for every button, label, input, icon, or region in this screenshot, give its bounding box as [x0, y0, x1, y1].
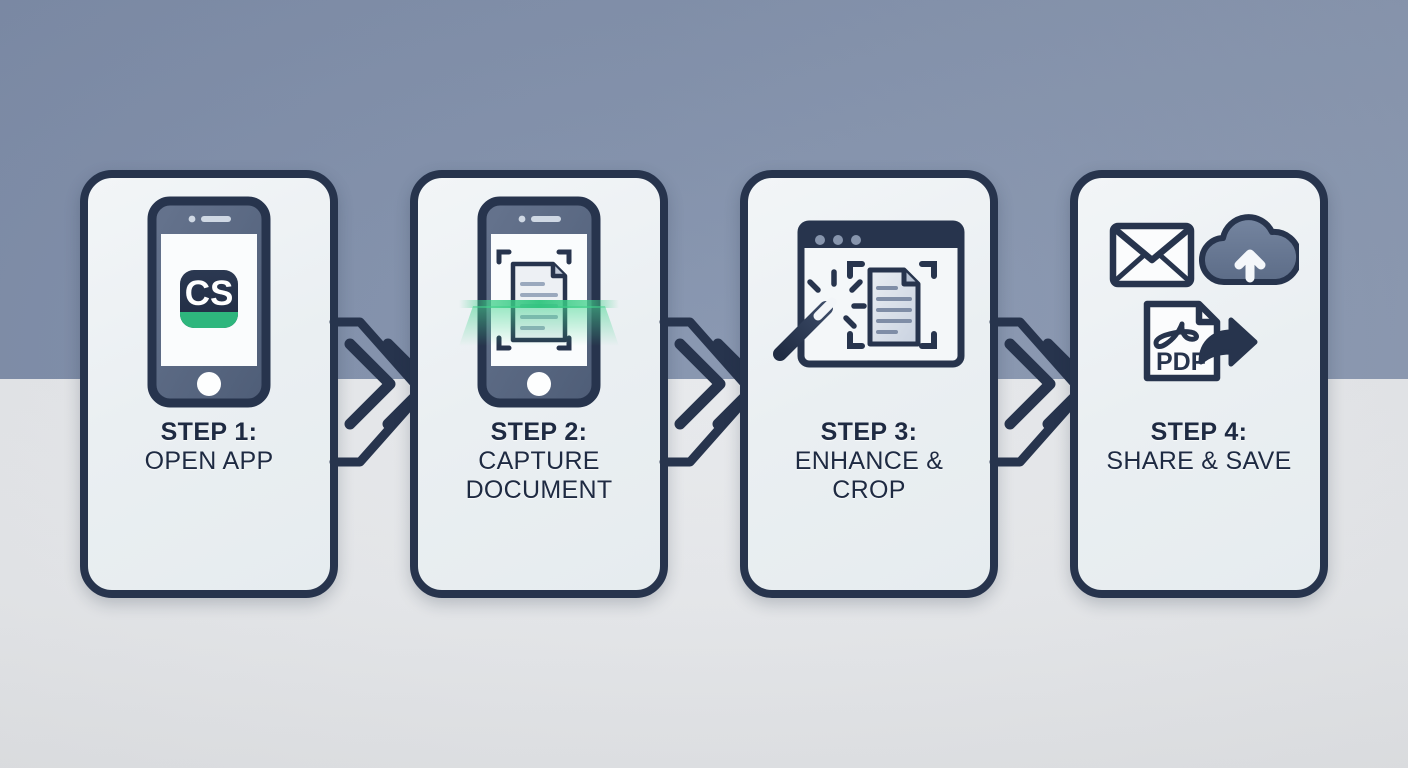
- step-3-label-line1: ENHANCE &: [794, 447, 944, 475]
- step-1-title: STEP 1:: [160, 418, 258, 446]
- smartphone-icon: CS: [147, 196, 271, 408]
- document-icon: [867, 267, 921, 347]
- editor-window-with-magic-wand: [773, 220, 965, 368]
- step-3-artwork: [748, 186, 990, 418]
- step-2-label-line1: CAPTURE: [478, 447, 600, 475]
- step-2-artwork: [418, 186, 660, 418]
- magic-wand-icon: [773, 269, 867, 361]
- share-arrow-icon: [1198, 317, 1258, 367]
- step-card-2[interactable]: STEP 2: CAPTURE DOCUMENT: [410, 170, 757, 598]
- phone-scanning-document: [459, 196, 619, 408]
- step-card-3[interactable]: STEP 3: ENHANCE & CROP: [740, 170, 1087, 598]
- pdf-share-icon: PDF: [1143, 300, 1258, 382]
- scan-beam-icon: [459, 300, 619, 346]
- pdf-label: PDF: [1156, 348, 1206, 376]
- step-4-caption: STEP 4: SHARE & SAVE: [1100, 418, 1297, 476]
- cs-app-logo-text: CS: [185, 274, 234, 313]
- step-3-caption: STEP 3: ENHANCE & CROP: [789, 418, 950, 505]
- acrobat-swirl-icon: [1153, 321, 1199, 349]
- step-1-artwork: CS: [88, 186, 330, 418]
- cs-app-logo-icon: CS: [180, 270, 238, 328]
- step-1-caption: STEP 1: OPEN APP: [139, 418, 280, 476]
- step-2-caption: STEP 2: CAPTURE DOCUMENT: [460, 418, 619, 505]
- step-2-label-line2: DOCUMENT: [465, 476, 613, 504]
- step-4-label: SHARE & SAVE: [1106, 447, 1292, 475]
- step-2-title: STEP 2:: [490, 418, 588, 446]
- window-dot-3: [851, 235, 861, 245]
- share-and-save-icons: PDF: [1109, 214, 1299, 382]
- step-card-1[interactable]: CS STEP 1: OPEN APP: [80, 170, 427, 598]
- crop-frame-icon: [847, 261, 937, 349]
- envelope-icon: [1109, 222, 1195, 288]
- step-card-4[interactable]: PDF STEP 4: SHARE & SAVE: [1070, 170, 1328, 598]
- step-1-label: OPEN APP: [144, 447, 274, 475]
- window-dot-2: [833, 235, 843, 245]
- window-dot-1: [815, 235, 825, 245]
- step-3-title: STEP 3:: [820, 418, 918, 446]
- sparkle-icon: [807, 269, 867, 329]
- cloud-upload-icon: [1199, 214, 1299, 286]
- step-4-artwork: PDF: [1078, 186, 1320, 418]
- step-4-title: STEP 4:: [1150, 418, 1248, 446]
- step-3-label-line2: CROP: [832, 476, 906, 504]
